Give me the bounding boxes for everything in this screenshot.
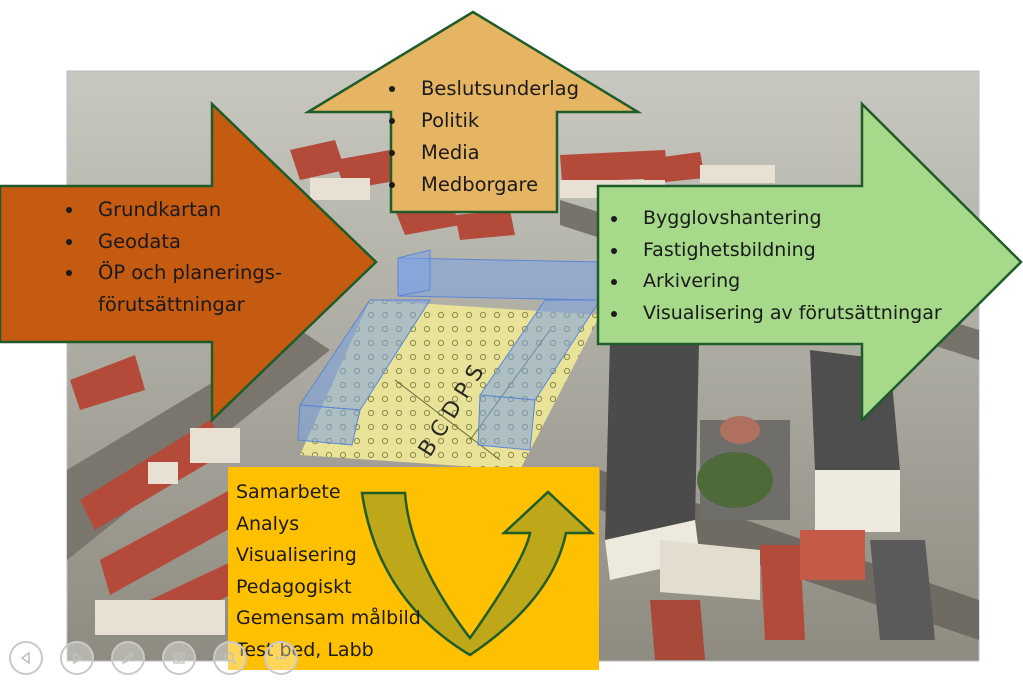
top-arrow-item: Beslutsunderlag [387, 73, 579, 105]
left-arrow-item: Geodata [64, 226, 282, 258]
top-arrow-item: Media [387, 137, 579, 169]
cycle-box-item: Visualisering [236, 544, 357, 567]
zoom-icon [224, 652, 237, 665]
cycle-box-item: Samarbete [236, 481, 341, 503]
more-options-button[interactable] [264, 641, 298, 675]
slides-grid-icon [173, 652, 185, 664]
right-arrow-list: Bygglovshantering Fastighetsbildning Ark… [609, 203, 942, 329]
next-slide-icon [73, 651, 83, 665]
planned-building-volumes [297, 249, 601, 451]
right-arrow-item: Bygglovshantering [609, 203, 942, 235]
top-arrow-shape [303, 10, 643, 214]
left-arrow-item-continued: förutsättningar [98, 292, 245, 316]
right-arrow-shape [596, 100, 1023, 424]
right-arrow-item: Arkivering [609, 266, 942, 298]
right-arrow-item: Visualisering av förutsättningar [609, 298, 942, 330]
right-arrow-item: Fastighetsbildning [609, 235, 942, 267]
left-arrow-list: Grundkartan Geodata ÖP och planerings- f… [64, 194, 282, 320]
top-arrow-list: Beslutsunderlag Politik Media Medborgare [387, 73, 579, 201]
left-arrow-shape [0, 101, 378, 423]
next-slide-button[interactable] [60, 641, 94, 675]
cycle-arrow-shape [360, 490, 596, 657]
cycle-box-item: Gemensam målbild [236, 607, 421, 630]
left-arrow-item: ÖP och planerings- [64, 257, 282, 289]
more-options-icon [275, 656, 287, 660]
previous-slide-button[interactable] [9, 641, 43, 675]
left-arrow-item: Grundkartan [64, 194, 282, 226]
previous-slide-icon [20, 651, 30, 665]
pen-button[interactable] [111, 641, 145, 675]
slides-grid-button[interactable] [162, 641, 196, 675]
pen-icon [121, 652, 134, 665]
zoom-button[interactable] [213, 641, 247, 675]
top-arrow-item: Medborgare [387, 169, 579, 201]
cycle-box-item: Analys [236, 512, 300, 535]
top-arrow-item: Politik [387, 105, 579, 137]
cycle-box-item: Pedagogiskt [236, 575, 352, 598]
cycle-box-list: Samarbete Analys Visualisering Pedagogis… [236, 477, 421, 667]
